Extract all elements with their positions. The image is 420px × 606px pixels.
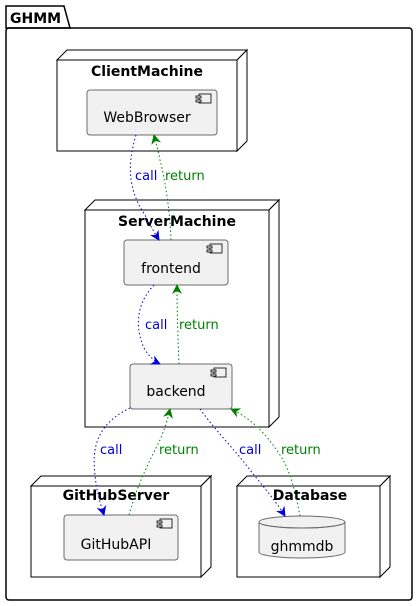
return-arrow bbox=[128, 408, 173, 516]
edge-webbrowser-frontend: call return bbox=[129, 134, 205, 241]
return-arrow bbox=[230, 408, 301, 517]
database-label-ghmmdb: ghmmdb bbox=[271, 539, 334, 555]
call-label: call bbox=[100, 443, 122, 458]
component-icon bbox=[206, 243, 223, 254]
component-icon bbox=[210, 367, 227, 378]
edge-backend-ghmmdb: call return bbox=[199, 408, 321, 517]
call-arrow bbox=[93, 407, 131, 516]
component-label-frontend: frontend bbox=[141, 261, 201, 277]
component-label-backend: backend bbox=[146, 384, 205, 400]
edge-backend-githubapi: call return bbox=[93, 407, 199, 516]
component-webbrowser: WebBrowser bbox=[86, 89, 218, 136]
package-ghmm: GHMM bbox=[5, 5, 413, 601]
return-label: return bbox=[165, 169, 205, 184]
call-arrow bbox=[137, 284, 161, 365]
edge-frontend-backend: call return bbox=[137, 284, 219, 365]
component-backend: backend bbox=[129, 363, 233, 410]
node-github-server: GitHubServer bbox=[29, 474, 213, 579]
return-label: return bbox=[159, 443, 199, 458]
return-label: return bbox=[179, 318, 219, 333]
package-title: GHMM bbox=[10, 11, 61, 27]
component-icon bbox=[195, 93, 212, 104]
node-title-database: Database bbox=[273, 488, 348, 504]
node-title-github: GitHubServer bbox=[63, 488, 170, 504]
component-label-webbrowser: WebBrowser bbox=[103, 110, 190, 126]
return-arrow bbox=[151, 134, 172, 241]
node-title-server: ServerMachine bbox=[118, 214, 236, 230]
component-frontend: frontend bbox=[123, 239, 229, 286]
component-icon bbox=[156, 518, 173, 529]
node-title-client: ClientMachine bbox=[91, 64, 203, 80]
call-label: call bbox=[135, 169, 157, 184]
call-label: call bbox=[145, 318, 167, 333]
component-githubapi: GitHubAPI bbox=[63, 514, 179, 561]
call-label: call bbox=[239, 443, 261, 458]
return-label: return bbox=[281, 443, 321, 458]
database-ghmmdb: ghmmdb bbox=[258, 515, 346, 559]
component-label-githubapi: GitHubAPI bbox=[81, 537, 152, 553]
